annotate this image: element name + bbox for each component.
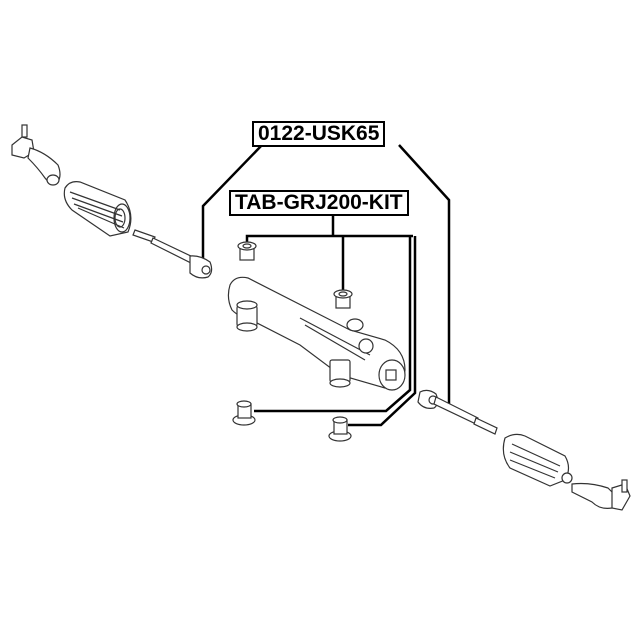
tie-rod-end-right	[571, 479, 631, 511]
part-number-label-main: 0122-USK65	[252, 121, 386, 147]
bushing-1	[237, 241, 257, 261]
tie-rod-end-left	[11, 124, 61, 186]
part-number-label-kit: TAB-GRJ200-KIT	[229, 190, 409, 216]
leader-lines-main	[201, 144, 451, 410]
bushing-4	[328, 416, 352, 442]
inner-tie-rod-left	[132, 229, 213, 279]
boot-right	[502, 433, 573, 487]
steering-rack	[227, 276, 406, 391]
bushing-3	[232, 400, 256, 426]
inner-tie-rod-right	[417, 389, 498, 435]
boot-left	[63, 181, 132, 237]
bushing-2	[333, 289, 353, 309]
